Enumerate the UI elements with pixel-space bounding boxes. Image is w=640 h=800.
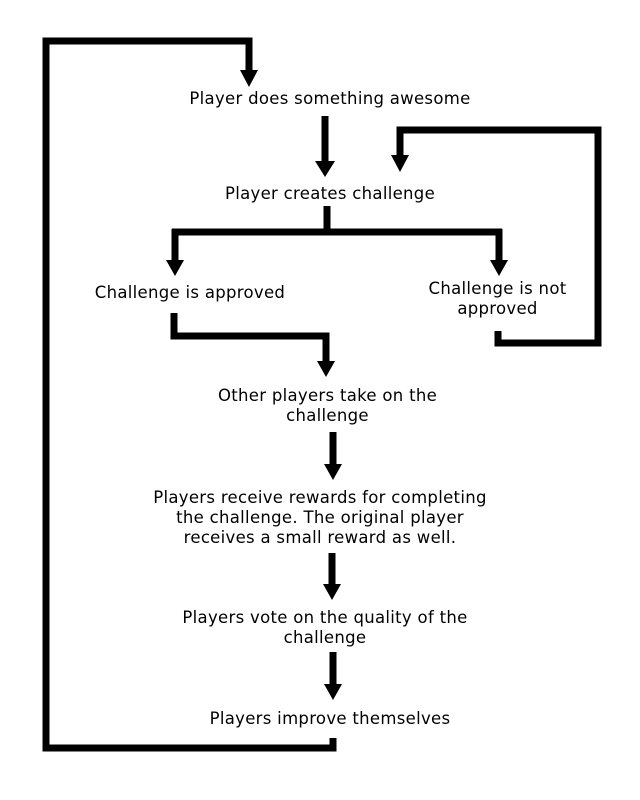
connector-branch-creates (172, 206, 502, 236)
node-text-line: challenge (283, 628, 367, 647)
node-challenge-approved: Challenge is approved (50, 283, 330, 303)
node-text-line: Challenge is approved (94, 283, 286, 302)
arrow-creates-to-not-approved (490, 229, 508, 276)
node-challenge-not-approved: Challenge is not approved (400, 279, 595, 319)
node-text-line: approved (457, 299, 538, 318)
arrow-rewards-to-vote (323, 553, 341, 600)
node-text-line: Player does something awesome (189, 89, 471, 108)
arrow-awesome-to-creates (315, 116, 335, 177)
node-text-line: Players receive rewards for completing (153, 488, 487, 507)
node-text-line: Players vote on the quality of the (182, 608, 468, 627)
arrow-vote-to-improve (324, 652, 342, 700)
node-text-line: Player creates challenge (224, 184, 436, 203)
node-other-players-take-on: Other players take on the challenge (150, 386, 505, 426)
node-text-line: Players improve themselves (209, 709, 451, 728)
node-players-receive-rewards: Players receive rewards for completing t… (105, 488, 535, 548)
node-players-vote-quality: Players vote on the quality of the chall… (125, 608, 525, 648)
connector-not-approved-to-creates (391, 126, 602, 347)
arrow-take-on-to-rewards (324, 432, 342, 480)
node-players-improve-themselves: Players improve themselves (140, 709, 520, 729)
node-text-line: Other players take on the (217, 386, 438, 405)
arrow-creates-to-approved (166, 229, 184, 276)
node-player-does-something-awesome: Player does something awesome (120, 89, 540, 109)
node-text-line: challenge (286, 406, 369, 425)
node-text-line: receives a small reward as well. (183, 528, 457, 547)
node-player-creates-challenge: Player creates challenge (120, 184, 540, 204)
node-text-line: the challenge. The original player (176, 508, 464, 527)
node-text-line: Challenge is not (428, 279, 567, 298)
connector-improve-to-awesome (42, 37, 337, 752)
arrow-approved-to-take-on (170, 313, 335, 377)
